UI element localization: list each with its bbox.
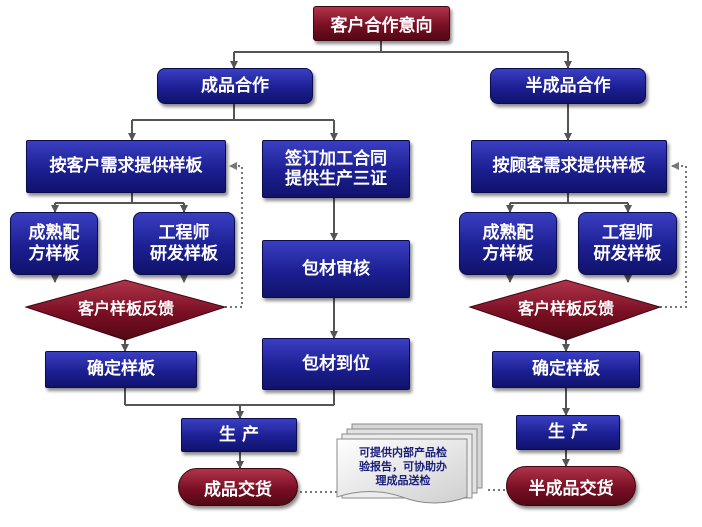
left-mature-line-1: 成熟配 — [28, 223, 80, 244]
contract-line-1: 签订加工合同 — [285, 148, 387, 169]
right-confirm-sample-box: 确定样板 — [492, 351, 640, 388]
semi-finished-cooperation-box: 半成品合作 — [490, 68, 646, 104]
left-feedback-label: 客户样板反馈 — [77, 299, 174, 318]
packaging-review-box: 包材审核 — [262, 240, 410, 298]
inspection-note: 可提供内部产品检 验报告，可协助办 理成品送检 — [340, 446, 466, 487]
finished-product-cooperation-box: 成品合作 — [157, 68, 313, 104]
right-mature-formula-sample-box: 成熟配 方样板 — [459, 212, 557, 275]
left-confirm-sample-box: 确定样板 — [45, 351, 197, 388]
left-engineer-line-2: 研发样板 — [150, 243, 218, 264]
right-customer-sample-request-box: 按顾客需求提供样板 — [471, 140, 667, 193]
right-engineer-line-2: 研发样板 — [593, 243, 662, 264]
inspection-note-line-1: 可提供内部产品检 — [359, 446, 447, 459]
right-engineer-line-1: 工程师 — [602, 223, 653, 244]
packaging-arrival-box: 包材到位 — [262, 338, 410, 390]
inspection-note-line-3: 理成品送检 — [375, 473, 431, 487]
left-production-box: 生 产 — [181, 418, 297, 452]
contract-box: 签订加工合同 提供生产三证 — [262, 140, 410, 198]
left-engineer-line-1: 工程师 — [158, 223, 210, 244]
left-engineer-sample-box: 工程师 研发样板 — [133, 212, 235, 275]
right-mature-line-1: 成熟配 — [482, 223, 534, 244]
left-customer-sample-request-box: 按客户需求提供样板 — [26, 140, 226, 193]
left-mature-formula-sample-box: 成熟配 方样板 — [10, 212, 98, 275]
inspection-note-pages — [336, 423, 483, 504]
right-mature-line-2: 方样板 — [482, 243, 534, 264]
right-feedback-label: 客户样板反馈 — [517, 299, 614, 318]
right-production-box: 生 产 — [516, 415, 620, 450]
right-engineer-sample-box: 工程师 研发样板 — [578, 212, 677, 275]
inspection-note-line-2: 验报告，可协助办 — [359, 459, 447, 473]
right-feedback-diamond — [468, 279, 662, 341]
semi-finished-delivery-box: 半成品交货 — [506, 466, 636, 506]
left-mature-line-2: 方样板 — [28, 243, 80, 264]
contract-line-2: 提供生产三证 — [285, 169, 387, 189]
left-feedback-diamond — [24, 279, 227, 341]
finished-product-delivery-box: 成品交货 — [178, 468, 298, 506]
customer-intent-box: 客户合作意向 — [313, 6, 450, 41]
